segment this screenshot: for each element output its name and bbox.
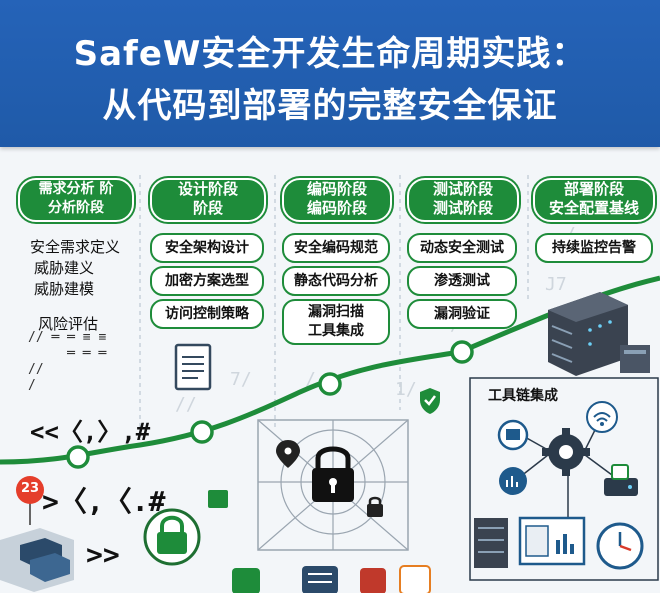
svg-text:7/: 7/ — [230, 369, 252, 390]
toolchain-panel — [469, 377, 659, 581]
gear-icon — [542, 428, 590, 476]
lifecycle-curve — [0, 275, 660, 465]
wifi-icon — [586, 401, 618, 433]
stage-coding: 编码阶段 编码阶段 — [282, 178, 392, 222]
title-banner: SafeW安全开发生命周期实践： 从代码到部署的完整安全保证 — [0, 0, 660, 147]
badge-number: 23 — [20, 481, 40, 496]
code-snippet-3: >> — [86, 538, 120, 571]
item-security-architecture: 安全架构设计 — [150, 233, 264, 263]
note-risk-assessment: 风险评估 — [38, 315, 99, 333]
item-access-control: 访问控制策略 — [150, 299, 264, 329]
milestone-node — [318, 372, 342, 396]
page-title-line2: 从代码到部署的完整安全保证 — [102, 86, 558, 126]
stage-testing: 测试阶段 测试阶段 — [407, 178, 519, 222]
stage-design: 设计阶段 阶段 — [150, 178, 266, 222]
monitor-icon — [518, 516, 586, 566]
document-icon — [174, 343, 212, 391]
note-security-requirements: 安全需求定义 — [30, 238, 121, 256]
green-lock-icon — [143, 490, 228, 566]
code-lines-decor: // ═ ═ ≡ ≡ ═ ═ ═// / — [28, 330, 107, 393]
code-snippet-2: >〈,〈.# — [42, 485, 166, 518]
lock-network-diagram — [257, 419, 409, 551]
lock-icon — [312, 446, 354, 502]
item-dynamic-testing: 动态安全测试 — [407, 233, 517, 263]
item-vuln-verify: 漏洞验证 — [407, 299, 517, 329]
small-lock-icon — [367, 496, 383, 517]
analytics-icon — [499, 467, 527, 495]
stage-requirements: 需求分析 阶 分析阶段 — [18, 178, 134, 222]
milestone-node — [190, 420, 214, 444]
isometric-blocks-icon — [0, 528, 74, 592]
milestone-node — [66, 445, 90, 469]
server-icon — [474, 518, 508, 568]
toolchain-label: 工具链集成 — [488, 388, 558, 404]
item-pentest: 渗透测试 — [407, 266, 517, 296]
item-encryption-selection: 加密方案选型 — [150, 266, 264, 296]
page-title-line1: SafeW安全开发生命周期实践： — [73, 34, 587, 74]
server-rack-icon — [548, 292, 650, 376]
location-pin-icon — [276, 440, 300, 468]
svg-text:J7: J7 — [545, 274, 567, 295]
svg-text:/: / — [305, 369, 316, 390]
badge-pin — [16, 476, 44, 525]
svg-text:1/: 1/ — [395, 379, 417, 400]
item-continuous-monitoring: 持续监控告警 — [535, 233, 653, 263]
code-snippet-1: <<〈,〉,# — [30, 418, 151, 446]
shield-icon — [420, 388, 440, 414]
note-threat-construct: 威胁建义 — [34, 259, 95, 277]
device-icon — [604, 464, 638, 496]
stage-deployment: 部署阶段 安全配置基线 — [533, 178, 655, 222]
item-static-analysis: 静态代码分析 — [282, 266, 390, 296]
milestone-node — [450, 340, 474, 364]
bottom-icons — [232, 565, 431, 593]
item-vuln-scan: 漏洞扫描 工具集成 — [282, 299, 390, 345]
svg-text://: // — [175, 394, 197, 415]
clock-icon — [596, 522, 644, 570]
chart-doc-icon — [497, 419, 529, 451]
item-secure-coding: 安全编码规范 — [282, 233, 390, 263]
note-threat-modeling: 威胁建模 — [34, 280, 95, 298]
